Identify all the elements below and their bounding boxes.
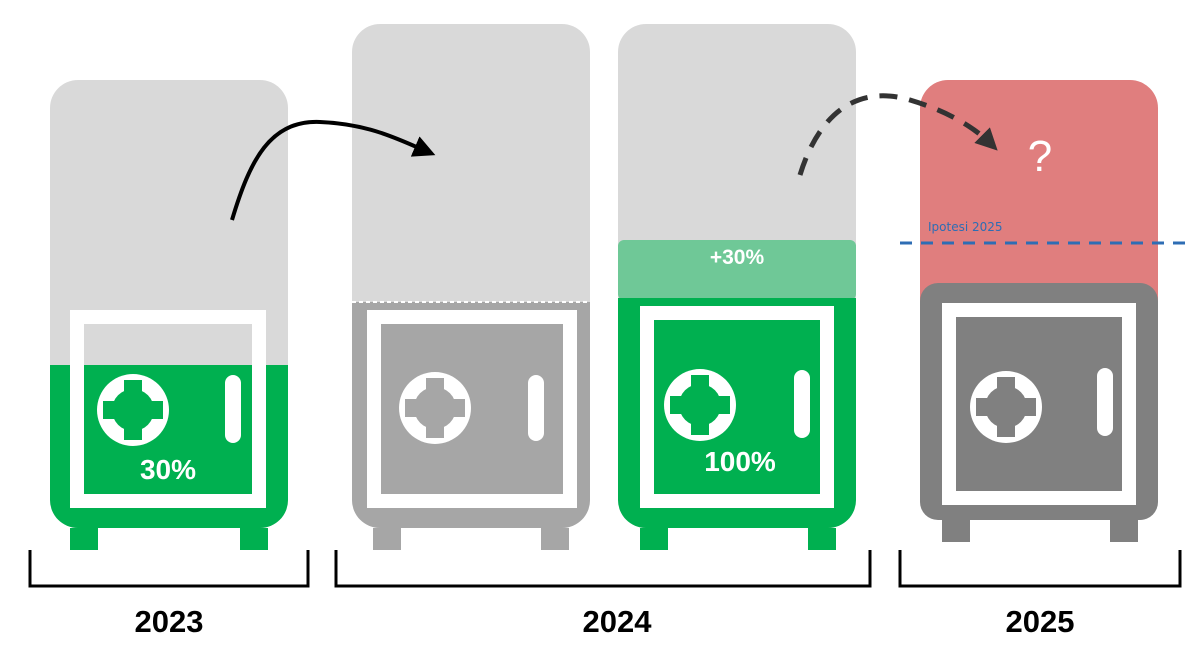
dashed-arrow-icon <box>797 93 998 176</box>
safe-door <box>367 310 577 508</box>
handle-icon <box>794 370 810 438</box>
safe-2025 <box>920 80 1158 542</box>
dial-icon <box>664 369 736 441</box>
safe-door <box>640 306 834 508</box>
safe-leg <box>1110 520 1138 542</box>
handle-icon <box>1097 368 1113 436</box>
safe-door <box>70 310 266 508</box>
safe-leg <box>942 520 970 542</box>
year-label-2024: 2024 <box>582 604 652 639</box>
safe-2024-empty <box>352 24 590 550</box>
bracket-2023 <box>28 550 310 588</box>
handle-icon <box>528 375 544 441</box>
dial-icon <box>97 374 169 446</box>
increase-label: +30% <box>709 246 765 269</box>
safe-leg <box>541 528 569 550</box>
fill-label-2023: 30% <box>139 454 197 485</box>
bracket-2024 <box>334 550 872 588</box>
safe-2024-full <box>618 24 856 550</box>
hypothesis-label: Ipotesi 2025 <box>928 220 1003 234</box>
year-label-2025: 2025 <box>1005 604 1075 639</box>
safe-door <box>942 303 1136 505</box>
unknown-label: ? <box>1027 132 1053 181</box>
safe-leg <box>373 528 401 550</box>
dial-icon <box>970 371 1042 443</box>
safe-leg <box>808 528 836 550</box>
safe-leg <box>240 528 268 550</box>
handle-icon <box>225 375 241 443</box>
safe-leg <box>70 528 98 550</box>
increase-band <box>618 240 856 300</box>
year-label-2023: 2023 <box>134 604 204 639</box>
safe-leg <box>640 528 668 550</box>
bracket-2025 <box>898 550 1182 588</box>
arrow-icon <box>230 119 436 221</box>
safe-2023 <box>50 80 288 550</box>
fill-label-2024: 100% <box>704 446 776 477</box>
dial-icon <box>399 372 471 444</box>
